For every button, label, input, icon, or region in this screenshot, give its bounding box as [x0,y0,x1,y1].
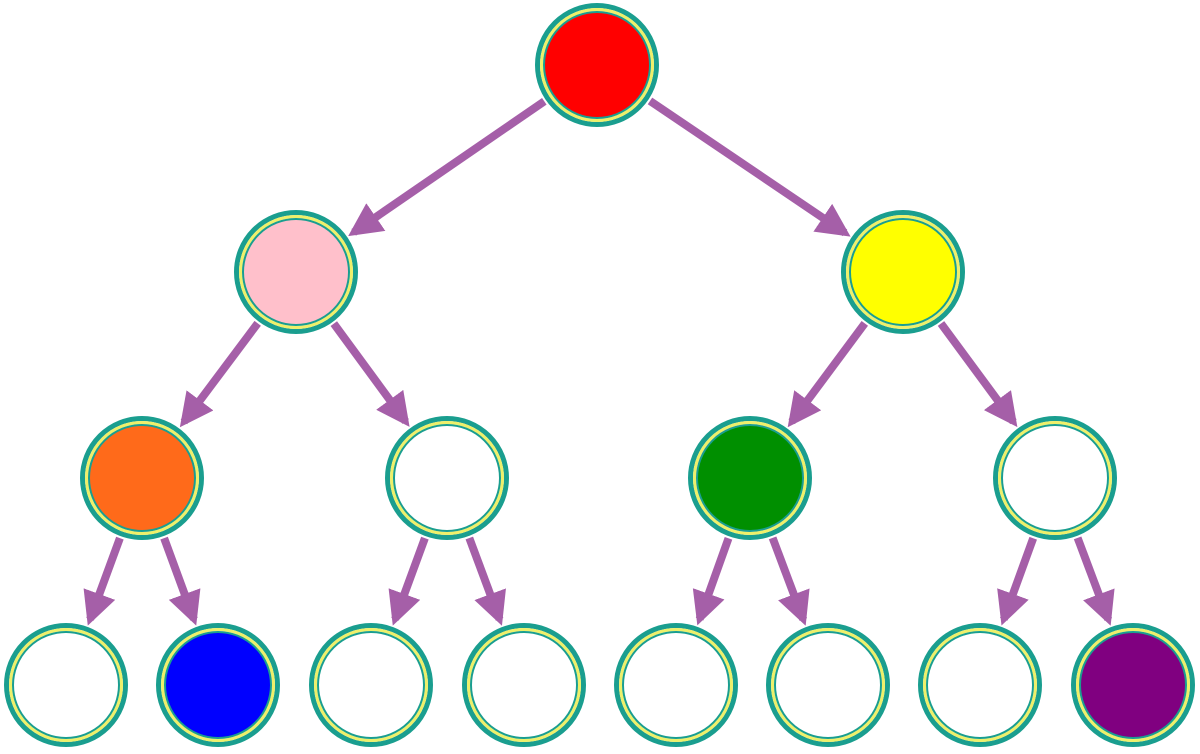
node-inner-ring [85,421,199,535]
edge-arrow-n5-n11 [692,536,733,626]
node-inner-ring [923,628,1037,742]
node-inner-ring [771,628,885,742]
tree-node-n7 [4,623,128,747]
tree-node-n11 [614,623,738,747]
edge-arrow-n3-n7 [83,536,124,626]
node-fill [926,631,1034,739]
node-fill [12,631,120,739]
tree-node-n2 [841,210,965,334]
nodes-layer [4,3,1195,747]
node-fill [543,11,651,119]
tree-node-n0 [535,3,659,127]
tree-node-n4 [385,416,509,540]
node-inner-ring [693,421,807,535]
node-fill [88,424,196,532]
node-fill [317,631,425,739]
node-fill [696,424,804,532]
node-fill [622,631,730,739]
edge-arrow-n2-n5 [787,321,869,428]
node-fill [1001,424,1109,532]
node-inner-ring [1076,628,1190,742]
node-inner-ring [239,215,353,329]
tree-node-n8 [156,623,280,747]
edge-arrow-n3-n8 [160,536,201,626]
node-inner-ring [161,628,275,742]
edge-arrow-n5-n12 [768,536,810,626]
edge-arrow-n0-n1 [348,98,547,237]
node-fill [470,631,578,739]
tree-node-n9 [309,623,433,747]
tree-node-n5 [688,416,812,540]
node-fill [164,631,272,739]
tree-node-n12 [766,623,890,747]
edge-arrow-n1-n3 [179,320,261,428]
edge-arrow-n6-n14 [1073,536,1115,626]
tree-node-n6 [993,416,1117,540]
edge-arrow-n0-n2 [647,97,851,237]
node-inner-ring [314,628,428,742]
node-fill [242,218,350,326]
node-inner-ring [846,215,960,329]
node-inner-ring [619,628,733,742]
node-fill [774,631,882,739]
tree-node-n13 [918,623,1042,747]
node-fill [849,218,957,326]
node-fill [393,424,501,532]
tree-node-n1 [234,210,358,334]
node-inner-ring [467,628,581,742]
edge-arrow-n1-n4 [330,321,410,427]
tree-node-n14 [1071,623,1195,747]
node-inner-ring [540,8,654,122]
edge-arrow-n6-n13 [997,536,1037,626]
edges-layer [83,97,1115,626]
edge-arrow-n4-n10 [465,536,506,626]
node-inner-ring [9,628,123,742]
node-inner-ring [998,421,1112,535]
node-fill [1079,631,1187,739]
edge-arrow-n2-n6 [937,321,1018,428]
edge-arrow-n4-n9 [388,536,429,626]
tree-node-n3 [80,416,204,540]
node-inner-ring [390,421,504,535]
tree-node-n10 [462,623,586,747]
